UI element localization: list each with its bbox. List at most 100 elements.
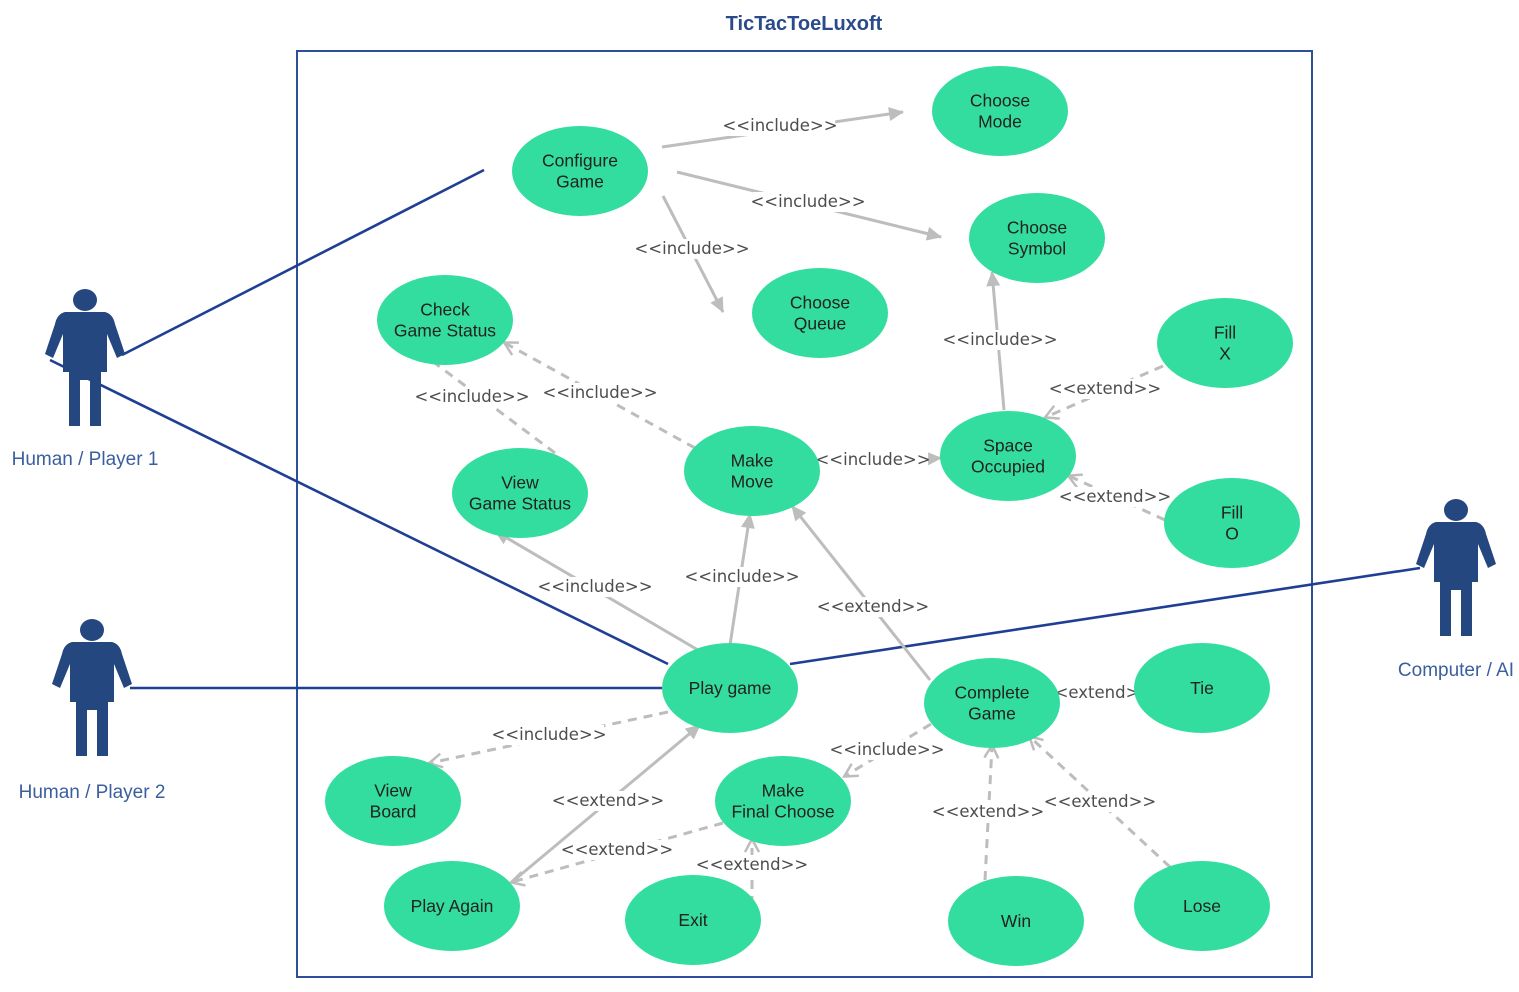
extend-relation-r16: <<extend>> [511,723,701,884]
extend-relation-r12: <<extend>> [790,505,932,681]
relation-label-bg [724,116,836,136]
relation-line [505,343,696,450]
use-case-ellipse [948,876,1084,966]
actor-label: Computer / AI [1398,660,1514,681]
relation-label-bg [544,383,656,403]
relation-label-bg [1054,379,1156,399]
use-case-label: Fill [1221,503,1243,523]
use-case-label: Queue [794,314,847,334]
relation-label-bg [557,791,659,811]
stick-figure-icon [1416,499,1496,636]
relation-label: <<include>> [634,239,749,258]
actor-body [1416,522,1496,636]
actor-player1: Human / Player 1 [12,289,158,470]
extend-relation-r17: <<extend>> [512,821,724,882]
relation-label-bg [1046,683,1148,703]
use-case-label: Configure [542,151,618,171]
relation-label: <<extend>> [1041,683,1153,702]
use-cases: ConfigureGameChooseModeChooseSymbolChoos… [325,66,1300,966]
use-case-ellipse [662,643,798,733]
use-case-ellipse [325,756,461,846]
use-case-label: Exit [678,910,707,930]
association-player1-configure [121,168,485,357]
use-case-label: View [501,473,539,493]
relation-label-bg [566,840,668,860]
use-case-label: Final Choose [731,802,834,822]
relation-label: <<include>> [829,740,944,759]
use-case-play-game: Play game [662,643,798,733]
use-case-ellipse [969,193,1105,283]
relation-label: <<include>> [815,450,930,469]
actor-head [1444,499,1468,521]
extend-relation-r19: <<extend>> [932,746,1044,881]
use-case-label: Play Again [411,896,494,916]
relation-label: <<include>> [942,330,1057,349]
relation-label: <<include>> [722,116,837,135]
extend-relation-r5: <<extend>> [1046,364,1164,417]
include-relation-r7: <<include>> [815,450,942,470]
relation-line [430,710,669,763]
use-case-label: Move [731,472,774,492]
extend-relation-r6: <<extend>> [1059,476,1171,522]
use-case-label: Make [731,451,774,471]
use-case-ellipse [932,66,1068,156]
use-case-label: Choose [790,293,850,313]
actor-associations [49,168,1421,690]
use-case-win: Win [948,876,1084,966]
relation-label: <<extend>> [1044,792,1156,811]
use-case-play-again: Play Again [384,861,520,951]
use-case-label: Fill [1214,323,1236,343]
use-case-ellipse [924,658,1060,748]
relation-label-bg [636,239,748,259]
use-case-ellipse [512,126,648,216]
use-case-label: Game [968,704,1016,724]
use-case-label: View [374,781,412,801]
use-case-label: Complete [955,683,1030,703]
use-case-ellipse [377,275,513,365]
actor-head [80,619,104,641]
use-case-ellipse [452,448,588,538]
include-relation-r8: <<include>> [505,343,696,450]
use-case-label: Symbol [1008,239,1066,259]
relation-label-bg [822,597,924,617]
relation-line [790,505,932,681]
relationships: <<include>><<include>><<include>><<inclu… [388,107,1172,905]
relation-label-bg [1064,487,1166,507]
use-case-label: Game [556,172,604,192]
relation-label-bg [831,740,943,760]
use-case-label: Play game [689,678,772,698]
association-player1-play-game [49,358,669,666]
diagram-title: TicTacToeLuxoft [726,13,883,35]
extend-relation-r20: <<extend>> [1030,737,1172,869]
relation-label-bg [686,567,798,587]
relation-label: <<extend>> [932,802,1044,821]
stick-figure-icon [52,619,132,756]
use-case-ellipse [940,411,1076,501]
relation-label-bg [944,330,1056,350]
actor-body [45,312,125,426]
use-case-label: Choose [970,91,1030,111]
include-relation-r10: <<include>> [494,529,699,652]
use-case-ellipse [625,875,761,965]
use-case-ellipse [752,268,888,358]
include-relation-r1: <<include>> [661,107,904,149]
use-case-label: Game Status [394,321,496,341]
include-relation-r3: <<include>> [634,195,750,313]
use-case-ellipse [715,756,851,846]
use-case-label: Tie [1190,678,1214,698]
include-relation-r15: <<include>> [829,722,945,776]
relation-label: <<extend>> [1059,487,1171,506]
include-relation-r11: <<include>> [684,513,800,646]
use-case-label: Win [1001,911,1031,931]
relation-label: <<extend>> [817,597,929,616]
relation-label-bg [752,192,864,212]
